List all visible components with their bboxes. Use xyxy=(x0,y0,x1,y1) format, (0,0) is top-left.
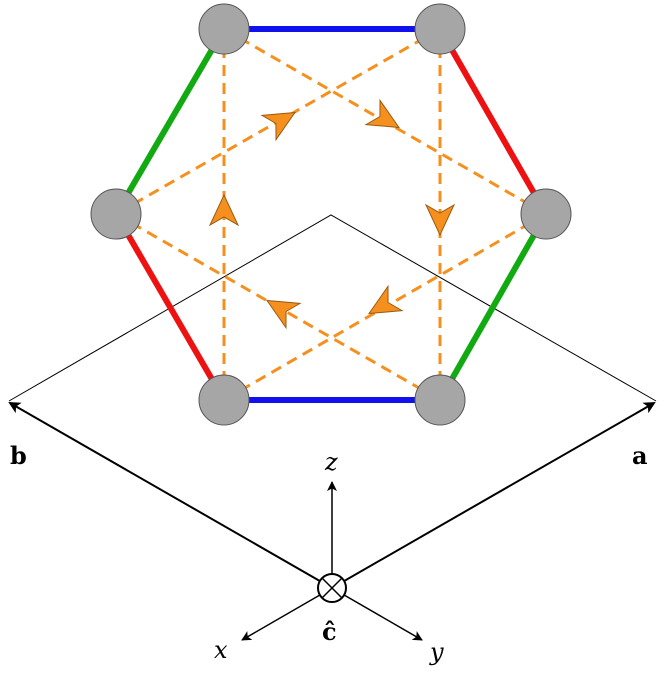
c-hat-symbol xyxy=(317,573,347,603)
hopping-arrow-lower-right xyxy=(367,284,404,315)
hopping-arrow-down xyxy=(424,203,456,237)
axis-x xyxy=(241,587,333,641)
label-y: y xyxy=(429,638,444,666)
site-top-right xyxy=(414,3,466,55)
site-top-left xyxy=(198,3,250,55)
hexagon-bonds xyxy=(113,26,549,403)
bond-lower-right xyxy=(437,212,549,402)
label-z: z xyxy=(324,448,338,476)
lattice-sites xyxy=(90,3,572,426)
hopping-arrow-up xyxy=(208,193,240,227)
bond-upper-right xyxy=(437,27,549,216)
hopping-arrow-upper-left xyxy=(260,111,297,142)
site-right xyxy=(520,188,572,240)
label-b: b xyxy=(10,441,27,470)
unit-cell-outline xyxy=(8,214,657,402)
site-left xyxy=(90,188,142,240)
hopping-arrow-lower-left xyxy=(265,299,302,330)
axis-y xyxy=(331,587,423,641)
hopping-arrows xyxy=(208,98,456,330)
hopping-arrow-upper-right xyxy=(364,98,401,129)
bond-lower-left xyxy=(113,212,227,402)
lattice-vector-a xyxy=(331,402,656,589)
site-bottom-left xyxy=(198,374,250,426)
site-bottom-right xyxy=(414,374,466,426)
label-a: a xyxy=(632,441,648,470)
label-x: x xyxy=(214,636,228,664)
label-c-hat: ĉ xyxy=(322,617,337,646)
bond-upper-left xyxy=(113,27,227,216)
lattice-vector-b xyxy=(8,402,333,589)
